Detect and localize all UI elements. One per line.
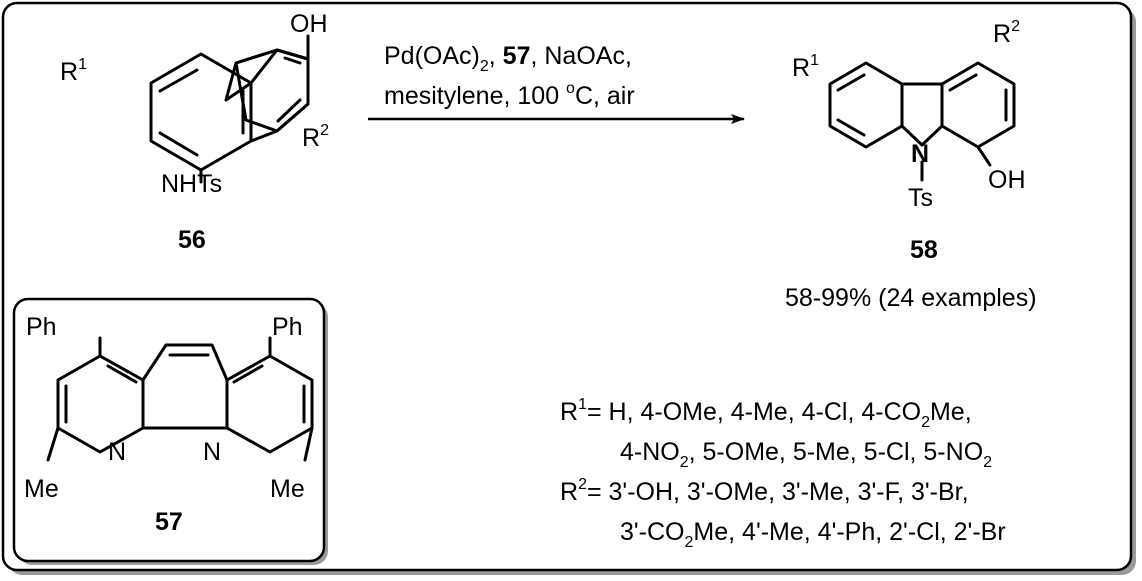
ligand-57-n-left: N (108, 438, 126, 466)
ligand-57-label: 57 (155, 508, 183, 536)
r1-list-line-1: R1= H, 4-OMe, 4-Me, 4-Cl, 4-CO2Me, (560, 396, 972, 431)
compound-56-nhts: NHTs (161, 170, 222, 198)
ligand-57-ph-right: Ph (272, 313, 303, 341)
reagents-line-2: mesitylene, 100 oC, air (384, 80, 635, 110)
r1-list-line-2: 4-NO2, 5-OMe, 5-Me, 5-Cl, 5-NO2 (620, 438, 992, 471)
ligand-57-ph-left: Ph (26, 313, 57, 341)
compound-56-oh: OH (290, 10, 328, 38)
compound-58-label: 58 (910, 236, 938, 264)
r2-list-line-2: 3'-CO2Me, 4'-Me, 4'-Ph, 2'-Cl, 2'-Br (620, 518, 1006, 551)
compound-58-oh: OH (988, 166, 1026, 194)
compound-58-r1: R1 (792, 52, 819, 82)
compound-56-r2: R2 (302, 122, 329, 152)
compound-58-r2: R2 (993, 18, 1020, 48)
compound-58-n: N (911, 140, 929, 168)
compound-56-structure (149, 34, 310, 184)
ligand-57-me-right: Me (270, 475, 305, 503)
compound-58-structure (828, 61, 1016, 182)
compound-58-ts: Ts (908, 184, 933, 212)
compound-56-r1: R1 (60, 56, 87, 86)
compound-58-yield: 58-99% (24 examples) (785, 284, 1037, 312)
ligand-57-me-left: Me (24, 475, 59, 503)
ligand-box (12, 297, 326, 563)
reagents-line-1: Pd(OAc)2, 57, NaOAc, (384, 42, 632, 75)
ligand-57-n-right: N (203, 438, 221, 466)
compound-56-label: 56 (178, 226, 206, 254)
ligand-57-structure (46, 336, 314, 462)
r2-list-line-1: R2= 3'-OH, 3'-OMe, 3'-Me, 3'-F, 3'-Br, (560, 476, 969, 506)
